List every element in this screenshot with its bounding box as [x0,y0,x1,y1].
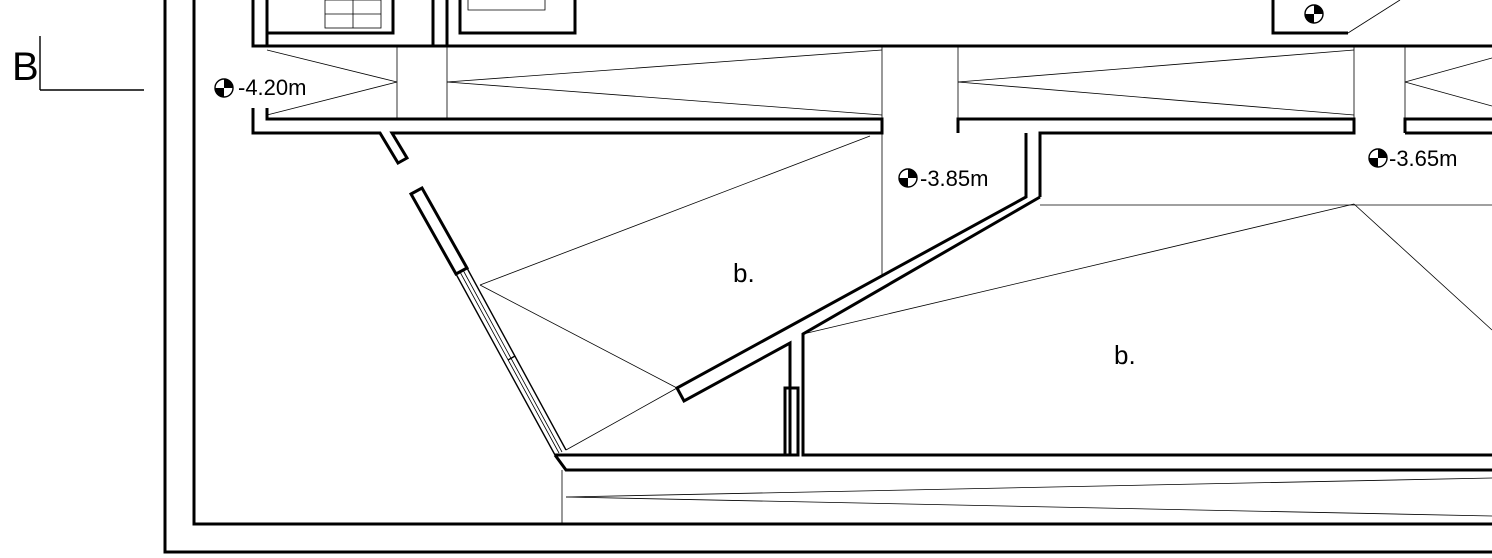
glazed-door [408,185,567,456]
level-marker-2: -3.85m [898,166,988,191]
room-label-1: b. [733,258,755,288]
room-label-2: b. [1114,340,1136,370]
level-label-1: -4.20m [238,75,306,100]
section-marker: B [12,36,144,91]
diagonal-partition [553,133,1492,472]
level-label-2: -3.85m [920,166,988,191]
corridor [251,0,1492,275]
level-label-3: -3.65m [1389,146,1457,171]
outer-boundary [163,0,1492,554]
upper-rooms [265,0,1401,35]
level-marker-1: -4.20m [214,75,306,100]
level-marker-3: -3.65m [1368,146,1457,171]
section-marker-label: B [12,45,39,89]
room-lines [479,135,1492,524]
